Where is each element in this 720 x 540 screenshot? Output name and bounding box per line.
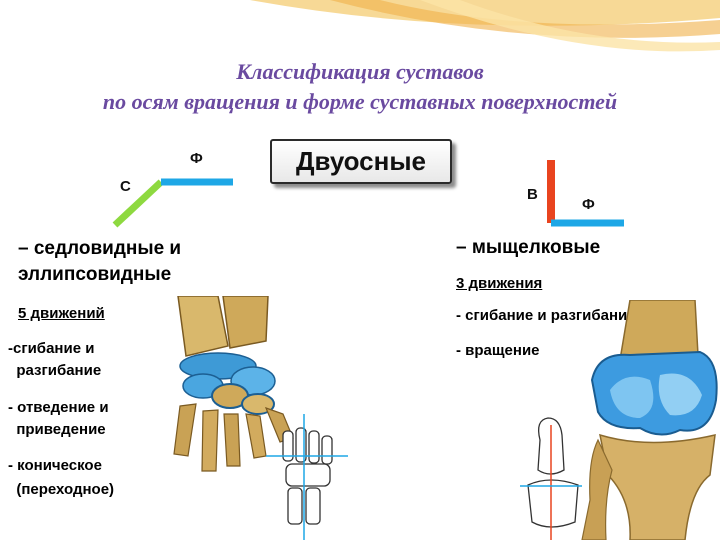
right-item: - вращение xyxy=(456,342,540,359)
biaxial-badge: Двуосные xyxy=(270,139,452,184)
left-item: -сгибание и xyxy=(8,340,95,357)
right-axis-label-f: Ф xyxy=(582,196,595,213)
left-item: - отведение и xyxy=(8,399,109,416)
left-movements-count: 5 движений xyxy=(18,305,105,322)
right-heading: – мыщелковые xyxy=(456,237,601,258)
knee-joint-illustration xyxy=(520,300,718,540)
right-movements-count: 3 движения xyxy=(456,275,543,292)
left-heading-line2: эллипсовидные xyxy=(18,264,172,285)
right-axis-label-v: В xyxy=(527,186,538,203)
page-title-line2: по осям вращения и форме суставных повер… xyxy=(102,89,618,114)
left-item: (переходное) xyxy=(8,481,115,498)
left-item: - коническое xyxy=(8,457,102,474)
left-axis-label-s: С xyxy=(120,178,131,195)
left-axes-icon xyxy=(112,178,233,228)
page-title-line1: Классификация суставов xyxy=(236,59,484,84)
right-axes-icon xyxy=(547,160,624,227)
right-item: - сгибание и разгибание xyxy=(456,307,636,324)
top-decoration xyxy=(250,0,720,52)
left-axis-label-f: Ф xyxy=(190,150,203,167)
wrist-joint-illustration xyxy=(158,296,353,540)
left-item: разгибание xyxy=(8,362,102,379)
left-item: приведение xyxy=(8,421,106,438)
left-heading-line1: – седловидные и xyxy=(18,238,182,259)
